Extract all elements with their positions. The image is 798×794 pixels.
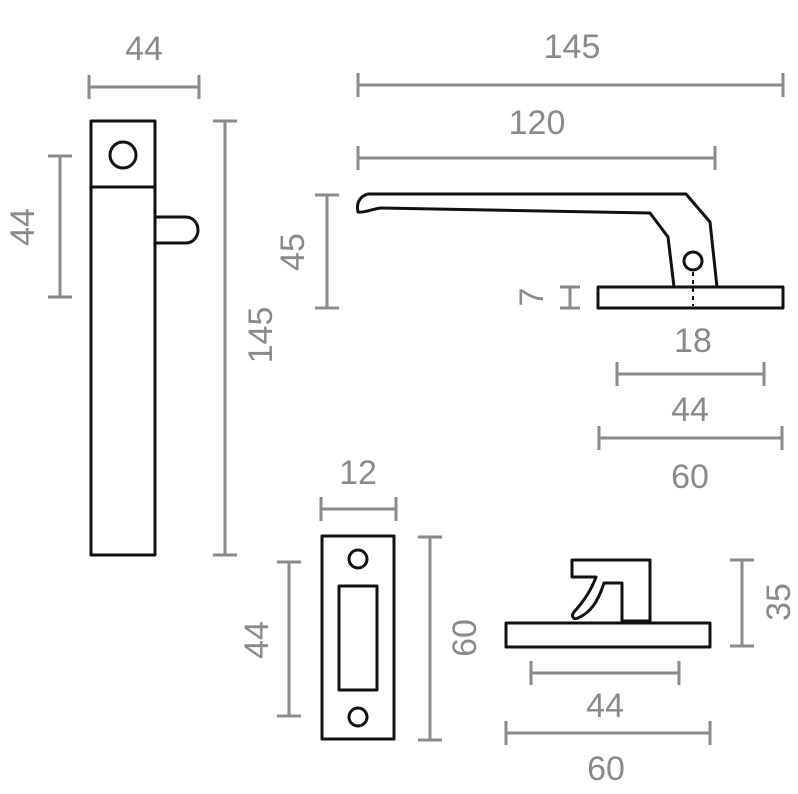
handle-base-plate xyxy=(596,285,785,310)
label-top-width: 44 xyxy=(125,30,163,68)
label-catch-hole-spacing: 44 xyxy=(586,687,624,725)
dimension-labels: 44 44 145 145 120 45 7 18 44 60 12 44 60… xyxy=(4,28,798,788)
part-outlines xyxy=(89,119,785,741)
label-keeper-width: 12 xyxy=(339,454,377,492)
label-base-width: 60 xyxy=(671,458,709,496)
label-base-thickness: 7 xyxy=(513,288,551,307)
label-side-length: 145 xyxy=(242,307,280,364)
keeper-plate xyxy=(320,534,396,741)
keeper-hole-top xyxy=(347,548,369,570)
label-hole-offset: 18 xyxy=(674,322,712,360)
handle-lever xyxy=(356,192,719,289)
side-view-hole xyxy=(108,140,138,170)
label-keeper-hole-spacing: 44 xyxy=(238,621,276,659)
dimension-lines xyxy=(48,73,785,745)
keeper-slot xyxy=(337,584,379,692)
label-left-height: 44 xyxy=(4,208,42,246)
handle-pivot-hole xyxy=(682,250,704,272)
label-lever-length: 120 xyxy=(509,104,566,142)
catch-hook xyxy=(570,558,652,623)
keeper-hole-bottom xyxy=(347,706,369,728)
side-view-tab xyxy=(155,215,200,245)
label-keeper-height: 60 xyxy=(446,619,484,657)
label-catch-height: 35 xyxy=(760,583,798,621)
label-catch-width: 60 xyxy=(587,750,625,788)
label-handle-length: 145 xyxy=(544,28,601,66)
label-base-hole-spacing: 44 xyxy=(671,391,709,429)
catch-base-plate xyxy=(504,621,712,649)
label-handle-height: 45 xyxy=(274,233,312,271)
side-view-body xyxy=(89,119,157,557)
